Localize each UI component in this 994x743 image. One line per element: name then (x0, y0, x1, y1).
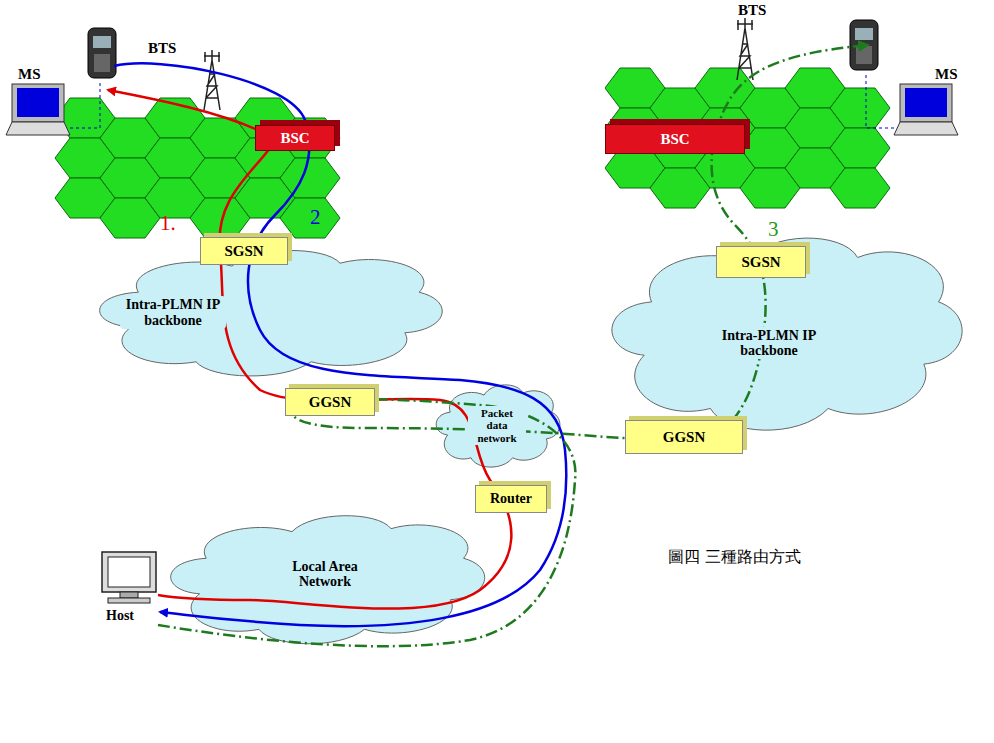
network-name: Packet data network (468, 406, 526, 444)
device-label: MS (18, 66, 41, 83)
figure-caption: 圖四 三種路由方式 (668, 548, 801, 566)
route-number: 3 (768, 218, 779, 241)
device-label: Host (106, 608, 134, 623)
node-name: SGSN (224, 243, 263, 260)
bts-tower (737, 18, 753, 80)
device-label: BTS (148, 40, 176, 57)
cell-hexagon (280, 158, 340, 198)
gateway-box: Router (475, 485, 547, 513)
network-name: Intra-PLMN IP backbone (120, 296, 226, 329)
host-computer (102, 552, 156, 603)
gateway-box: SGSN (200, 237, 288, 265)
node-name: SGSN (741, 254, 780, 271)
cell-hexagon (830, 168, 890, 208)
node-name: BSC (280, 130, 309, 147)
node-name: Router (490, 491, 532, 506)
gateway-box: GGSN (625, 420, 743, 454)
cell-hexagon (280, 198, 340, 238)
mobile-station (6, 28, 116, 135)
network-cloud: Local Area Network (160, 505, 490, 653)
cell-hexagon (830, 128, 890, 168)
device-label: BTS (738, 2, 766, 19)
bts-tower (204, 50, 220, 110)
device-label: MS (935, 66, 958, 83)
node-name: GGSN (309, 394, 352, 411)
node-name: BSC (660, 131, 689, 148)
route-red (108, 90, 262, 132)
network-name: Local Area Network (276, 558, 374, 591)
node-name: GGSN (663, 429, 706, 446)
route-number: 2 (310, 206, 321, 229)
mobile-station (850, 20, 958, 135)
route-number: 1. (160, 212, 176, 235)
network-name: Intra-PLMN IP backbone (716, 327, 822, 360)
gateway-box: GGSN (285, 388, 375, 416)
cell-hexagons (55, 68, 890, 238)
network-cloud: Packet data network (432, 378, 562, 473)
cell-hexagon (830, 88, 890, 128)
bsc-box: BSC (605, 124, 745, 154)
gateway-box: SGSN (716, 246, 806, 278)
bsc-box: BSC (255, 125, 335, 151)
